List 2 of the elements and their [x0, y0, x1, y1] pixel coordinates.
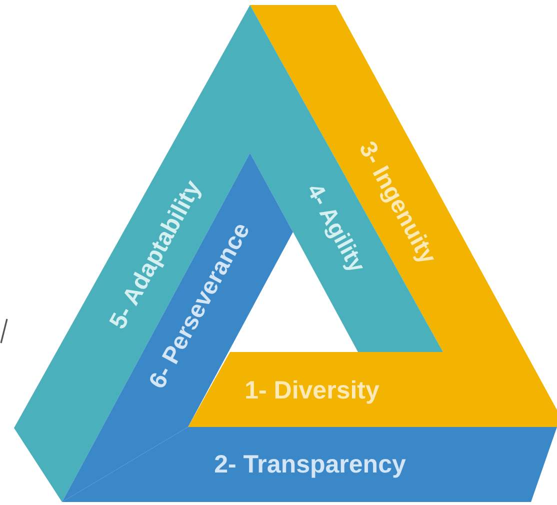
face-label: 1- Diversity	[244, 378, 380, 404]
face-label: 2- Transparency	[214, 452, 406, 478]
